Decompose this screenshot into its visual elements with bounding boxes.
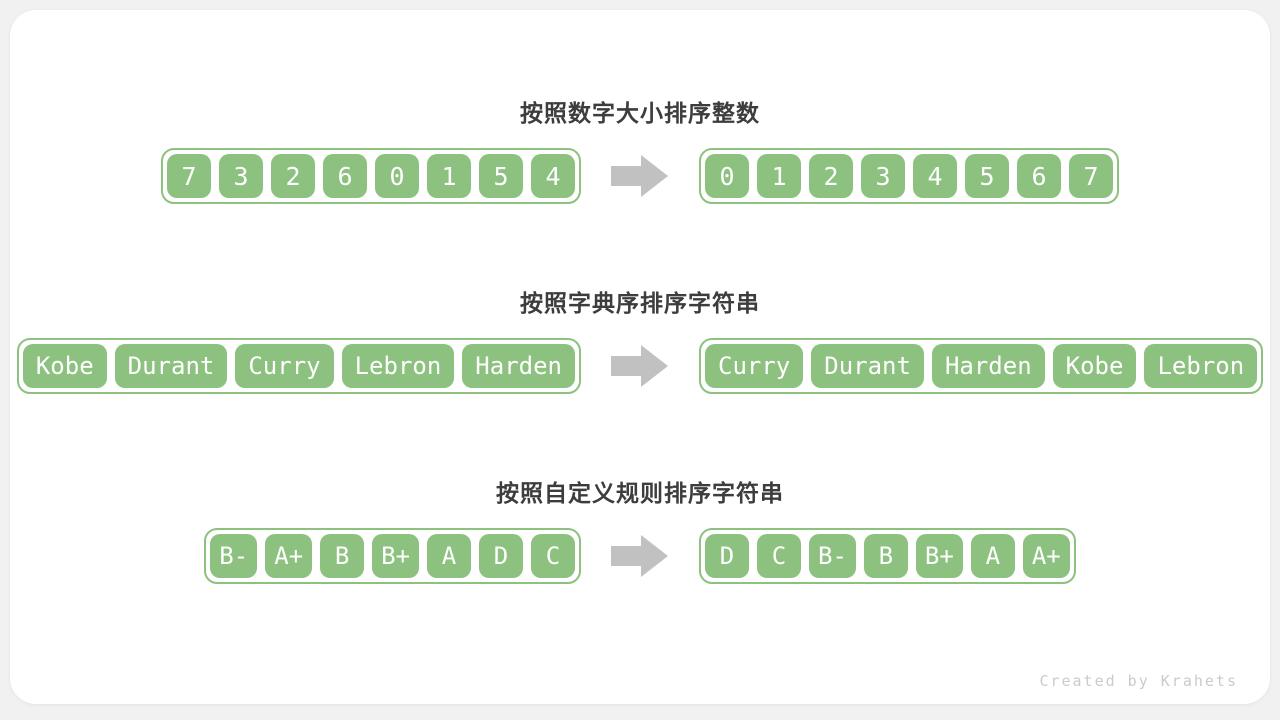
array-cell: C xyxy=(531,534,575,578)
right-arrow-icon xyxy=(611,534,669,578)
array-cell: 4 xyxy=(531,154,575,198)
section-title: 按照数字大小排序整数 xyxy=(520,100,760,126)
array-cell: A xyxy=(970,534,1015,578)
array-cell: 1 xyxy=(427,154,471,198)
array-cell: B+ xyxy=(915,534,963,578)
array-cell: 2 xyxy=(271,154,315,198)
section-title: 按照自定义规则排序字符串 xyxy=(496,480,784,506)
array-cell: 4 xyxy=(913,154,957,198)
array-cell: Harden xyxy=(462,344,575,388)
array-cell: B xyxy=(320,534,365,578)
section-title: 按照字典序排序字符串 xyxy=(520,290,760,316)
array-cell: 0 xyxy=(705,154,749,198)
right-arrow-icon xyxy=(611,344,669,388)
array-cell: 6 xyxy=(1017,154,1061,198)
array-cell: 5 xyxy=(965,154,1009,198)
watermark: Created by Krahets xyxy=(1039,672,1238,690)
array-cell: B+ xyxy=(372,534,419,578)
array-cell: Durant xyxy=(811,344,924,388)
array-cell: A+ xyxy=(265,534,313,578)
array-cell: 3 xyxy=(861,154,905,198)
array-cell: Kobe xyxy=(1052,344,1137,388)
array-cell: 3 xyxy=(219,154,263,198)
array-cell: B- xyxy=(210,534,258,578)
array-cell: 6 xyxy=(323,154,367,198)
array-cell: A+ xyxy=(1022,534,1070,578)
array-cell: 7 xyxy=(1069,154,1113,198)
array-cell: Kobe xyxy=(22,344,107,388)
array-cell: C xyxy=(757,534,801,578)
array-cell: Durant xyxy=(114,344,228,388)
array-cell: 0 xyxy=(375,154,419,198)
array-cell: A xyxy=(427,534,471,578)
array-cell: 2 xyxy=(809,154,853,198)
array-cell: Harden xyxy=(931,344,1045,388)
right-arrow-icon xyxy=(611,154,669,198)
array-cell: Lebron xyxy=(1144,344,1258,388)
array-cell: Curry xyxy=(235,344,334,388)
array-cell: Lebron xyxy=(341,344,455,388)
array-cell: B- xyxy=(809,534,856,578)
array-cell: 5 xyxy=(479,154,523,198)
array-cell: B xyxy=(863,534,908,578)
array-cell: D xyxy=(705,534,749,578)
array-cell: 7 xyxy=(167,154,211,198)
array-cell: Curry xyxy=(705,344,804,388)
array-cell: D xyxy=(479,534,523,578)
array-cell: 1 xyxy=(757,154,801,198)
